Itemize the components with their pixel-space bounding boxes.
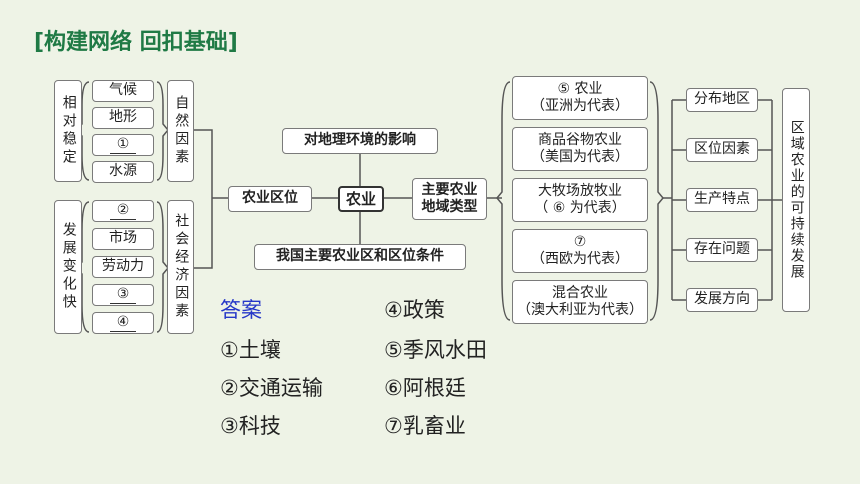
- agri-type-box: 大牧场放牧业 （ ⑥ 为代表）: [512, 178, 648, 222]
- answer-item: ①土壤: [220, 338, 281, 362]
- agri-type-box: 混合农业 （澳大利亚为代表）: [512, 280, 648, 324]
- agri-type-name: ⑤ 农业: [557, 80, 603, 97]
- agri-type-name: 混合农业: [552, 284, 608, 301]
- socio-economic-factors: 社会经济因素: [167, 200, 194, 334]
- agri-type-example: （澳大利亚为代表）: [517, 302, 643, 318]
- answer-item: ⑤季风水田: [384, 338, 487, 362]
- types-node: 主要农业地域类型: [412, 178, 487, 220]
- answer-item: ③科技: [220, 414, 281, 438]
- changing-item-blank: ③: [92, 284, 154, 306]
- aspect-box: 发展方向: [686, 288, 758, 312]
- changing-label: 发展变化快: [54, 200, 82, 334]
- aspect-box: 生产特点: [686, 188, 758, 212]
- bottom-topic: 我国主要农业区和区位条件: [254, 244, 466, 270]
- aspect-box: 分布地区: [686, 88, 758, 112]
- changing-item-blank: ④: [92, 312, 154, 334]
- section-title: [构建网络 回扣基础]: [34, 30, 238, 55]
- agri-type-name: 大牧场放牧业: [538, 182, 622, 199]
- region-label: 区域农业的可持续发展: [782, 88, 810, 312]
- agri-type-box: ⑤ 农业 （亚洲为代表）: [512, 76, 648, 120]
- natural-factors: 自然因素: [167, 80, 194, 182]
- stable-item: 气候: [92, 80, 154, 102]
- changing-item-blank: ②: [92, 200, 154, 222]
- stable-item-blank: ①: [92, 134, 154, 156]
- aspect-box: 存在问题: [686, 238, 758, 262]
- center-node: 农业: [338, 186, 384, 212]
- changing-item: 劳动力: [92, 256, 154, 278]
- agri-type-box: ⑦ （西欧为代表）: [512, 229, 648, 273]
- agri-type-example: （美国为代表）: [531, 149, 629, 165]
- stable-label: 相对稳定: [54, 80, 82, 182]
- answer-item: ⑥阿根廷: [384, 376, 466, 400]
- answer-item: ④政策: [384, 298, 445, 322]
- agri-type-example: （亚洲为代表）: [531, 98, 629, 114]
- agri-type-example: （ ⑥ 为代表）: [534, 200, 626, 216]
- changing-item: 市场: [92, 228, 154, 250]
- agri-type-box: 商品谷物农业 （美国为代表）: [512, 127, 648, 171]
- agri-type-name: 商品谷物农业: [538, 131, 622, 148]
- agri-type-example: （西欧为代表）: [531, 251, 629, 267]
- aspect-box: 区位因素: [686, 138, 758, 162]
- location-node: 农业区位: [228, 186, 312, 212]
- answer-item: ⑦乳畜业: [384, 414, 466, 438]
- top-topic: 对地理环境的影响: [282, 128, 438, 154]
- agri-type-name: ⑦: [573, 233, 587, 250]
- stable-item: 地形: [92, 107, 154, 129]
- answer-item: ②交通运输: [220, 376, 323, 400]
- stable-item: 水源: [92, 161, 154, 183]
- answers-heading: 答案: [220, 298, 262, 322]
